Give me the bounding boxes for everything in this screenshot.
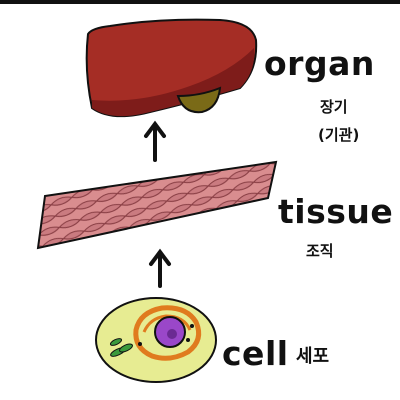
cell-membrane xyxy=(95,297,217,383)
top-frame-border xyxy=(0,0,400,4)
organ-liver xyxy=(85,18,258,118)
cell-diagram xyxy=(95,297,217,383)
gallbladder-shape xyxy=(176,86,222,114)
label-organ-korean-alt: (기관) xyxy=(318,126,360,144)
arrow-tissue-to-organ xyxy=(144,120,166,162)
label-tissue-korean: 조직 xyxy=(306,242,334,260)
chloroplasts xyxy=(109,338,133,357)
label-organ-korean: 장기 xyxy=(320,98,348,116)
label-tissue: tissue xyxy=(278,192,394,231)
liver-shadow xyxy=(92,48,255,117)
endoplasmic-reticulum xyxy=(133,305,202,361)
label-cell-korean: 세포 xyxy=(296,346,330,367)
label-cell: cell xyxy=(222,334,289,373)
nucleolus xyxy=(167,329,177,339)
arrow-cell-to-tissue xyxy=(149,248,171,288)
label-organ: organ xyxy=(264,44,375,83)
